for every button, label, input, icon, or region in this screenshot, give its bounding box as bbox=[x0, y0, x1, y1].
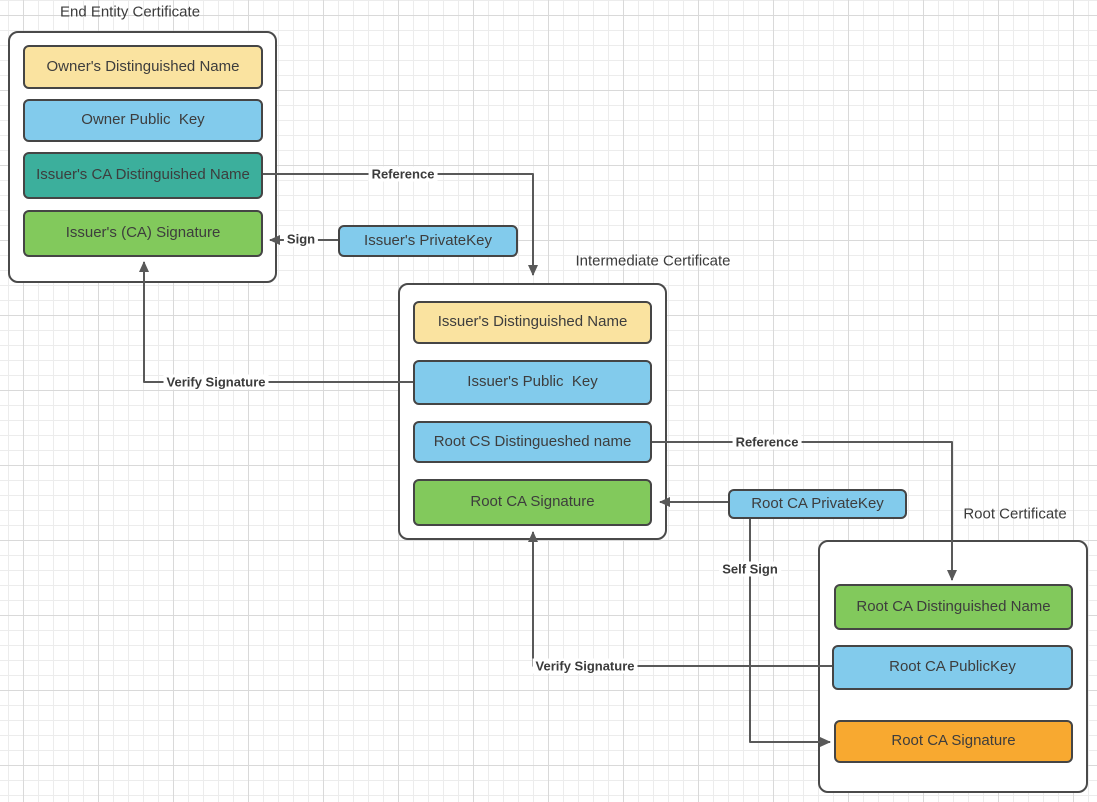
connector-label-reference-2: Reference bbox=[732, 434, 802, 450]
root-ca-private-key-box: Root CA PrivateKey bbox=[728, 489, 907, 519]
field-issuer-public-key: Issuer's Public Key bbox=[413, 360, 652, 405]
root-certificate-title: Root Certificate bbox=[963, 505, 1067, 523]
connector-verify-signature-2-arrow bbox=[528, 531, 832, 667]
connector-label-verify-signature-2: Verify Signature bbox=[532, 658, 638, 674]
field-issuer-distinguished-name: Issuer's Distinguished Name bbox=[413, 301, 652, 344]
field-root-cs-distingueshed-name: Root CS Distingueshed name bbox=[413, 421, 652, 463]
field-owner-distinguished-name: Owner's Distinguished Name bbox=[23, 45, 263, 89]
issuers-private-key-box: Issuer's PrivateKey bbox=[338, 225, 518, 257]
field-owner-public-key: Owner Public Key bbox=[23, 99, 263, 142]
connector-label-verify-signature-1: Verify Signature bbox=[163, 374, 269, 390]
field-issuer-ca-distinguished-name: Issuer's CA Distinguished Name bbox=[23, 152, 263, 199]
connector-label-sign: Sign bbox=[283, 231, 319, 247]
field-root-ca-public-key: Root CA PublicKey bbox=[832, 645, 1073, 690]
field-root-ca-distinguished-name: Root CA Distinguished Name bbox=[834, 584, 1073, 630]
end-entity-certificate-title: End Entity Certificate bbox=[59, 3, 201, 21]
connector-label-reference-1: Reference bbox=[368, 166, 438, 182]
field-root-ca-signature-orange: Root CA Signature bbox=[834, 720, 1073, 763]
field-root-ca-signature: Root CA Signature bbox=[413, 479, 652, 526]
connector-label-self-sign: Self Sign bbox=[719, 561, 781, 577]
field-issuer-ca-signature: Issuer's (CA) Signature bbox=[23, 210, 263, 257]
intermediate-certificate-title: Intermediate Certificate bbox=[575, 252, 731, 270]
